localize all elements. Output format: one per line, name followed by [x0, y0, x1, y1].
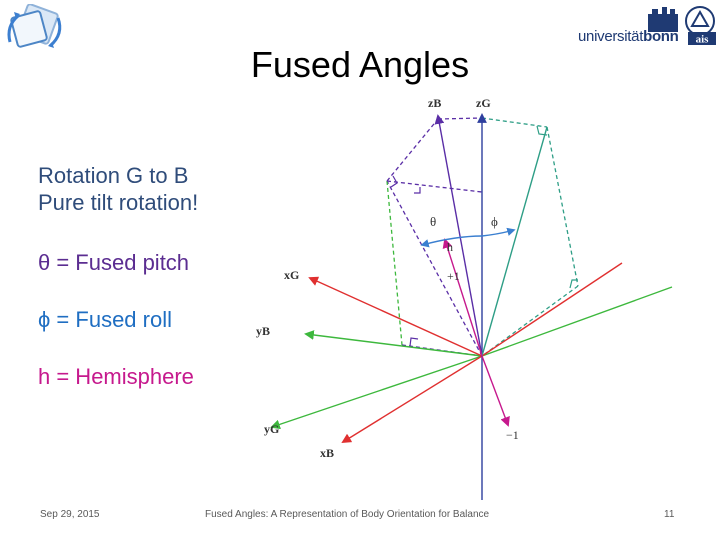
label-zB: zB	[428, 96, 441, 110]
dash-line-8	[437, 117, 483, 120]
yG-axis	[270, 355, 483, 430]
dash-line-6	[546, 126, 579, 287]
right-angle-1	[390, 175, 398, 188]
dash-line-1	[386, 180, 483, 357]
dash-line-9	[386, 180, 483, 193]
fused-angles-diagram: zB zG xG yB yG xB θ ϕ h +1 −1	[256, 96, 673, 500]
xG-axis	[308, 276, 483, 357]
bullet-fused-roll: ϕ = Fused roll	[38, 307, 172, 332]
label-yG: yG	[264, 422, 279, 436]
label-plus1: +1	[447, 269, 460, 283]
yB-axis	[304, 330, 483, 357]
teal-projection	[481, 126, 548, 357]
university-name: universitätbonn	[578, 28, 679, 45]
label-theta: θ	[430, 214, 436, 229]
footer-page-number: 11	[664, 509, 675, 520]
slide-title: Fused Angles	[250, 44, 470, 85]
right-angle-5	[414, 187, 421, 194]
hemisphere-minus-arrow	[481, 355, 510, 427]
university-name-bold: bonn	[643, 28, 679, 45]
footer-date: Sep 29, 2015	[40, 509, 100, 520]
dash-line-2	[386, 118, 439, 182]
zB-axis	[434, 114, 483, 357]
university-logo: universitätbonn ais	[578, 4, 718, 48]
dash-line-5	[481, 117, 548, 128]
phi-arc	[481, 227, 516, 237]
dash-line-7	[481, 285, 579, 357]
label-xG: xG	[284, 268, 299, 282]
bullet-pure-tilt: Pure tilt rotation!	[38, 190, 199, 215]
university-name-regular: universität	[578, 28, 644, 45]
hemisphere-plus-arrow	[442, 238, 483, 357]
label-yB: yB	[256, 324, 270, 338]
red-axis-right	[481, 262, 623, 357]
university-crest-icon: ais	[648, 6, 716, 46]
xB-axis	[341, 355, 483, 444]
bullet-fused-pitch: θ = Fused pitch	[38, 250, 190, 275]
label-h: h	[447, 240, 453, 254]
footer-presentation-title: Fused Angles: A Representation of Body O…	[205, 509, 490, 520]
right-angle-3	[569, 279, 578, 289]
label-minus1: −1	[506, 428, 519, 442]
label-zG: zG	[476, 96, 491, 110]
bullet-rotation: Rotation G to B	[38, 163, 189, 188]
label-xB: xB	[320, 446, 334, 460]
bullet-hemisphere: h = Hemisphere	[38, 364, 194, 389]
green-axis-right	[481, 286, 673, 357]
theta-arc	[420, 235, 483, 248]
right-angle-4	[409, 337, 419, 347]
ais-badge-text: ais	[696, 34, 710, 46]
label-phi: ϕ	[491, 214, 498, 229]
rotation-logo-icon	[7, 4, 62, 48]
